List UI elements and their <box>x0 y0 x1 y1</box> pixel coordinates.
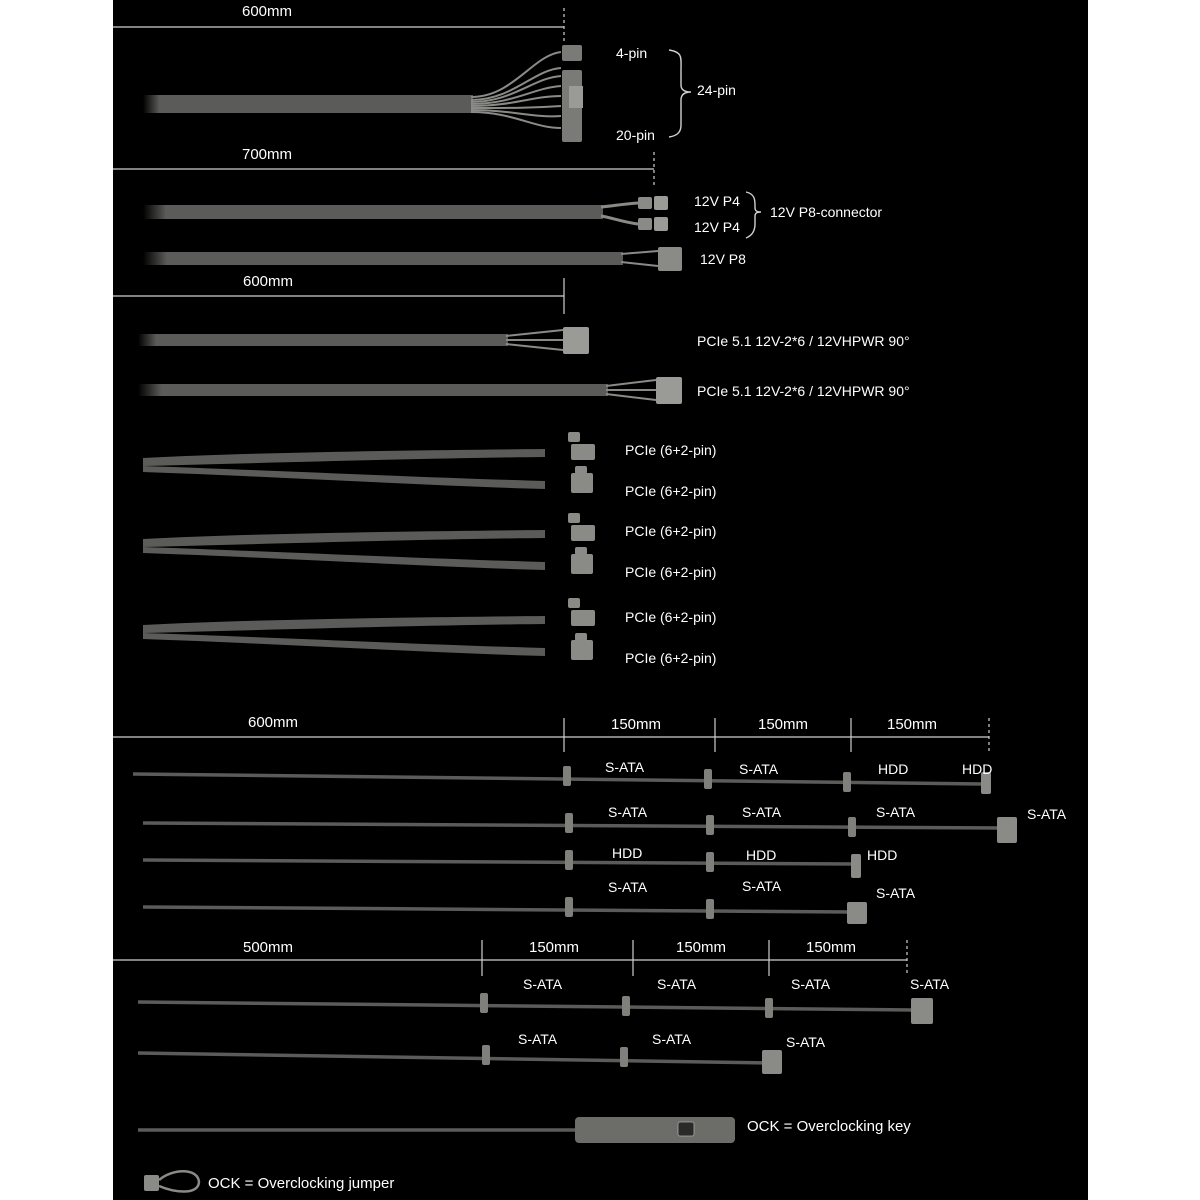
cable-drawing <box>113 8 1017 1193</box>
label-hdd: HDD <box>746 847 777 863</box>
label-sata: S-ATA <box>657 976 697 992</box>
cable-atx-24pin <box>143 45 583 142</box>
sata-crimps-500 <box>480 993 773 1067</box>
label-sata: S-ATA <box>523 976 563 992</box>
label-sata: S-ATA <box>742 878 782 894</box>
label-sata: S-ATA <box>518 1031 558 1047</box>
label-4pin: 4-pin <box>616 45 648 61</box>
dim-label-150-c: 150mm <box>887 716 938 733</box>
label-pcie62-2: PCIe (6+2-pin) <box>625 483 717 499</box>
dim-label-500: 500mm <box>243 939 294 956</box>
label-sata: S-ATA <box>876 804 916 820</box>
dim-label-600-sata: 600mm <box>248 714 299 731</box>
pcie62-connectors <box>568 432 595 660</box>
label-pcie51-a: PCIe 5.1 12V-2*6 / 12VHPWR 90° <box>697 333 910 349</box>
cable-sata-group-500 <box>137 1000 914 1132</box>
brace-p8-connector <box>745 191 762 239</box>
cable-pcie51-2 <box>138 377 682 404</box>
label-pcie62-6: PCIe (6+2-pin) <box>625 650 717 666</box>
cable-pcie62-pairs <box>143 449 545 656</box>
label-12v-p8-connector: 12V P8-connector <box>770 204 883 220</box>
label-pcie62-3: PCIe (6+2-pin) <box>625 523 717 539</box>
label-sata: S-ATA <box>608 879 648 895</box>
label-sata: S-ATA <box>608 804 648 820</box>
label-sata: S-ATA <box>910 976 950 992</box>
ock-jumper <box>144 1170 201 1193</box>
sata-crimps-600 <box>563 766 856 919</box>
label-pcie62-4: PCIe (6+2-pin) <box>625 564 717 580</box>
label-pcie62-1: PCIe (6+2-pin) <box>625 442 717 458</box>
label-hdd: HDD <box>612 845 643 861</box>
dimension-lines <box>113 8 990 976</box>
label-12v-p4-a: 12V P4 <box>694 193 740 209</box>
dim-label-150-b: 150mm <box>758 716 809 733</box>
brace-24pin <box>668 49 692 138</box>
label-sata: S-ATA <box>876 885 916 901</box>
label-24pin: 24-pin <box>697 82 736 98</box>
cable-12v-p8 <box>143 247 682 271</box>
sata-plugs-500 <box>762 998 933 1074</box>
label-sata: S-ATA <box>739 761 779 777</box>
dim-label-150-f: 150mm <box>806 939 857 956</box>
label-pcie62-5: PCIe (6+2-pin) <box>625 609 717 625</box>
label-sata: S-ATA <box>605 759 645 775</box>
label-sata: S-ATA <box>791 976 831 992</box>
dim-label-150-e: 150mm <box>676 939 727 956</box>
label-sata: S-ATA <box>742 804 782 820</box>
cable-pcie51-1 <box>138 327 589 354</box>
dim-label-600-atx: 600mm <box>242 3 293 20</box>
label-sata: S-ATA <box>652 1031 692 1047</box>
label-ock-key: OCK = Overclocking key <box>747 1118 911 1135</box>
label-hdd: HDD <box>962 761 993 777</box>
label-20pin: 20-pin <box>616 127 655 143</box>
dim-label-150-d: 150mm <box>529 939 580 956</box>
label-hdd: HDD <box>878 761 909 777</box>
label-sata: S-ATA <box>1027 806 1067 822</box>
label-hdd: HDD <box>867 847 898 863</box>
cable-sata-group-600 <box>132 772 1004 914</box>
sata-plugs-600 <box>847 772 1017 924</box>
label-sata: S-ATA <box>786 1034 826 1050</box>
label-pcie51-b: PCIe 5.1 12V-2*6 / 12VHPWR 90° <box>697 383 910 399</box>
dim-label-600-pcie: 600mm <box>243 273 294 290</box>
dim-label-150-a: 150mm <box>611 716 662 733</box>
cable-12v-p4 <box>143 196 668 231</box>
ock-key <box>575 1117 735 1143</box>
label-12v-p4-b: 12V P4 <box>694 219 740 235</box>
label-ock-jumper: OCK = Overclocking jumper <box>208 1175 395 1192</box>
cable-diagram: 600mm 4-pin 24-pin 20-pin 700mm 12V P4 1… <box>113 0 1088 1200</box>
label-12v-p8: 12V P8 <box>700 251 746 267</box>
dim-label-700: 700mm <box>242 146 293 163</box>
